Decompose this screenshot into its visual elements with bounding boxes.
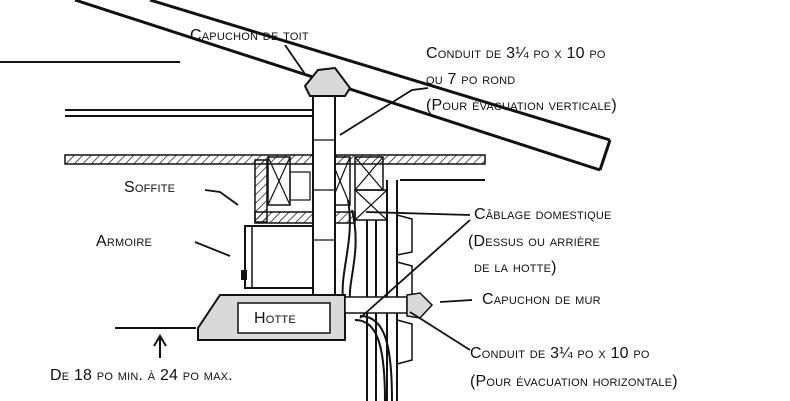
label-horizontal-duct-line2: (Pour évacuation horizontale) xyxy=(470,373,678,390)
leader-lines xyxy=(194,44,473,351)
label-horizontal-duct-line1: Conduit de 3¼ po x 10 po xyxy=(470,345,650,362)
horizontal-duct xyxy=(344,292,434,319)
cabinet-shape xyxy=(241,225,314,289)
mount-height-guide xyxy=(115,327,196,358)
label-mount-height: De 18 po min. à 24 po max. xyxy=(50,367,233,384)
label-roof-cap: Capuchon de toit xyxy=(190,27,309,44)
house-wiring xyxy=(341,199,393,401)
soffit-ceiling xyxy=(64,154,486,181)
label-vertical-duct-line1: Conduit de 3¼ po x 10 po xyxy=(426,45,606,62)
label-house-wiring-line1: Câblage domestique xyxy=(474,206,612,223)
label-vertical-duct-line2: ou 7 po rond xyxy=(426,71,516,88)
label-wall-cap: Capuchon de mur xyxy=(482,291,601,308)
label-soffit: Soffite xyxy=(124,179,176,196)
roof-cap-shape xyxy=(303,66,352,97)
label-house-wiring-line3: de la hotte) xyxy=(474,259,557,276)
label-hood: Hotte xyxy=(254,310,296,327)
label-cabinet: Armoire xyxy=(96,233,153,250)
label-house-wiring-line2: (Dessus ou arrière xyxy=(468,233,601,250)
vertical-duct xyxy=(312,89,336,299)
range-hood xyxy=(197,294,346,341)
rafters xyxy=(0,61,330,117)
label-vertical-duct-line3: (Pour évacuation verticale) xyxy=(426,97,617,114)
